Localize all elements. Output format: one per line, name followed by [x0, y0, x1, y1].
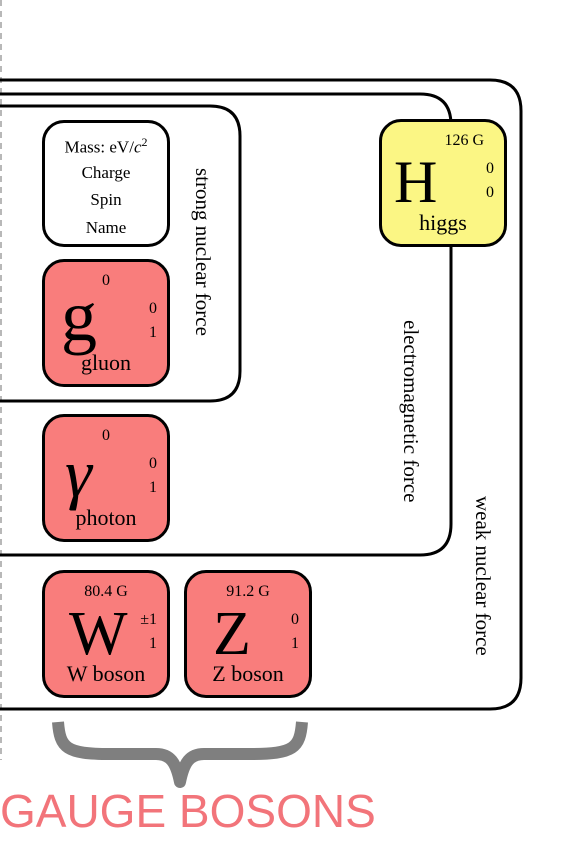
photon-name: photon — [75, 505, 137, 530]
gluon-charge: 0 — [149, 300, 157, 317]
legend-name: Name — [85, 218, 127, 237]
higgs-name: higgs — [419, 210, 467, 235]
w-boson-name: W boson — [66, 661, 146, 686]
z-boson-mass: 91.2 G — [226, 583, 270, 600]
gluon-spin: 1 — [149, 324, 157, 341]
electromagnetic-force-label: electromagnetic force — [399, 320, 423, 503]
weak-force-label: weak nuclear force — [471, 496, 495, 656]
w-boson-charge: ±1 — [140, 611, 157, 628]
w-boson-card: 80.4 G W ±1 1 W boson — [42, 570, 170, 698]
weak-force-frame — [0, 78, 523, 711]
higgs-card: 126 G H 0 0 higgs — [379, 119, 507, 247]
gluon-name: gluon — [80, 350, 132, 375]
higgs-charge: 0 — [486, 160, 494, 177]
legend-spin: Spin — [90, 190, 122, 209]
higgs-symbol: H — [394, 149, 438, 215]
photon-spin: 1 — [149, 479, 157, 496]
w-boson-spin: 1 — [149, 635, 157, 652]
z-boson-name: Z boson — [212, 661, 284, 686]
gluon-symbol: g — [61, 276, 97, 356]
legend-mass: Mass: eV/c2 — [64, 135, 148, 157]
z-boson-charge: 0 — [291, 611, 299, 628]
z-boson-symbol: Z — [213, 600, 251, 668]
photon-card: 0 γ 0 1 photon — [42, 414, 170, 542]
strong-force-label: strong nuclear force — [191, 168, 215, 336]
w-boson-symbol: W — [69, 600, 128, 668]
photon-symbol: γ — [65, 435, 92, 511]
gluon-mass: 0 — [102, 272, 110, 289]
legend-card: Mass: eV/c2 Charge Spin Name — [42, 120, 170, 247]
higgs-spin: 0 — [486, 184, 494, 201]
z-boson-spin: 1 — [291, 635, 299, 652]
gluon-card: 0 g 0 1 gluon — [42, 259, 170, 387]
strong-force-frame — [0, 104, 242, 403]
gauge-bosons-brace — [52, 721, 308, 788]
w-boson-mass: 80.4 G — [84, 583, 128, 600]
z-boson-card: 91.2 G Z 0 1 Z boson — [184, 570, 312, 698]
photon-charge: 0 — [149, 455, 157, 472]
legend-charge: Charge — [81, 163, 131, 182]
gauge-bosons-title: GAUGE BOSONS — [0, 785, 376, 837]
electromagnetic-force-frame — [0, 92, 453, 557]
higgs-mass: 126 G — [444, 132, 484, 149]
photon-mass: 0 — [102, 427, 110, 444]
